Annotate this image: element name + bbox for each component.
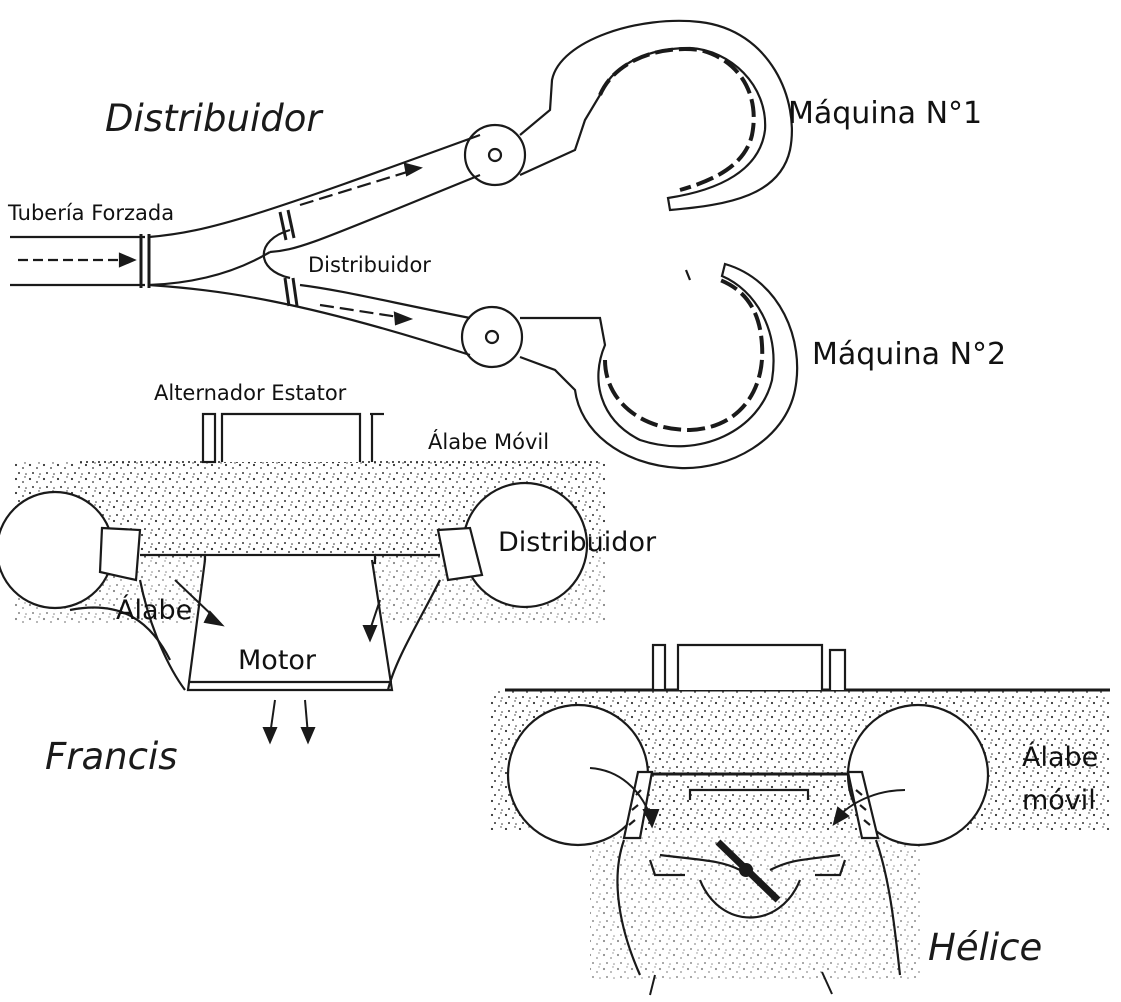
guide-vanes-1 bbox=[598, 47, 756, 192]
spiral-casing-1 bbox=[519, 19, 793, 212]
maquina-2-label: Máquina N°2 bbox=[812, 337, 1007, 372]
spiral-casing-2 bbox=[519, 262, 799, 470]
alternador-estator-label: Alternador Estator bbox=[154, 381, 347, 405]
lower-branch-outer bbox=[148, 283, 471, 357]
guide-vanes-2 bbox=[603, 278, 765, 433]
flow-arrow-head bbox=[118, 252, 137, 268]
valve-2 bbox=[460, 305, 524, 369]
upper-branch-inner bbox=[269, 173, 481, 254]
alabe-movil-label-1: Álabe bbox=[1022, 742, 1099, 773]
alabe-label: Álabe bbox=[116, 595, 193, 626]
valve-1 bbox=[463, 123, 527, 187]
distribuidor-title: Distribuidor bbox=[105, 97, 322, 140]
tuberia-forzada-label: Tubería Forzada bbox=[8, 201, 175, 225]
alabe-movil-top-label: Álabe Móvil bbox=[428, 430, 550, 454]
alabe-movil-label-2: móvil bbox=[1022, 785, 1096, 816]
alternator-housing bbox=[220, 412, 362, 462]
penstock-plan bbox=[10, 19, 799, 470]
francis-title: Francis bbox=[45, 735, 178, 778]
alternator-post-left bbox=[201, 412, 217, 464]
maquina-1-label: Máquina N°1 bbox=[788, 96, 983, 131]
francis-runner bbox=[186, 559, 394, 692]
helice-title: Hélice bbox=[928, 926, 1043, 969]
distribuidor-small-label: Distribuidor bbox=[308, 253, 431, 277]
lower-branch-inner bbox=[299, 283, 471, 320]
motor-label: Motor bbox=[238, 645, 317, 676]
upper-branch-outer bbox=[148, 133, 481, 239]
francis-casing-left bbox=[0, 490, 115, 610]
helice-section bbox=[490, 643, 1110, 996]
distribuidor-francis-label: Distribuidor bbox=[498, 527, 657, 558]
francis-section bbox=[0, 412, 605, 745]
propeller-hub bbox=[739, 863, 753, 877]
